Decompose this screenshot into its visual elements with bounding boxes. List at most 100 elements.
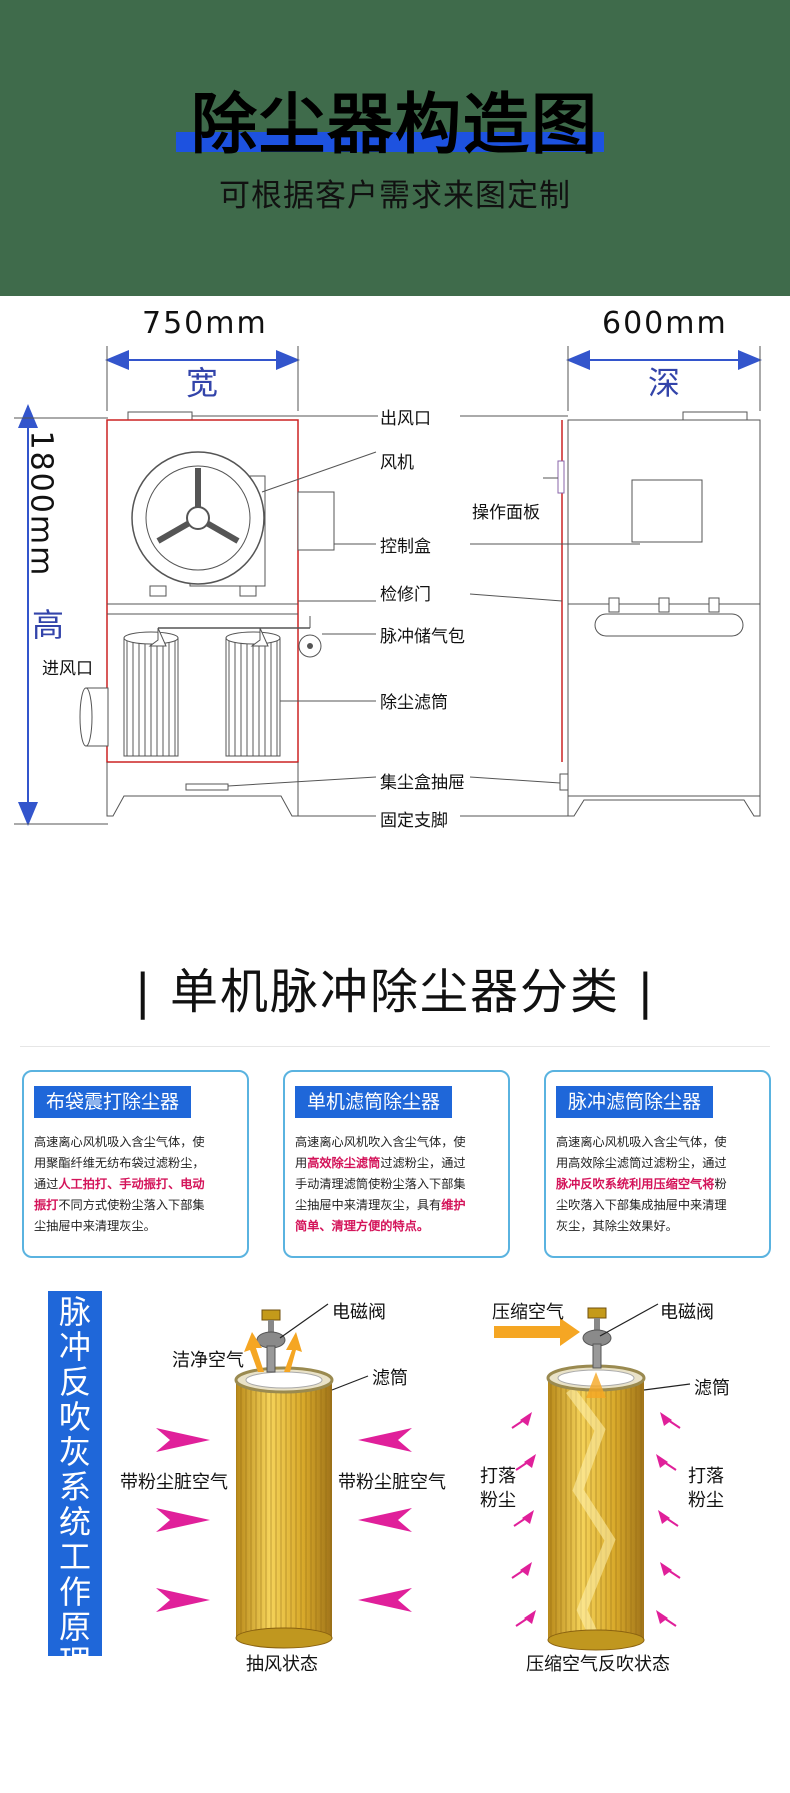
filter-right bbox=[225, 637, 281, 757]
vertical-char: 理 bbox=[58, 1643, 91, 1681]
card-line: 通过人工拍打、手动振打、电动 bbox=[34, 1174, 239, 1195]
vertical-char: 脉 bbox=[58, 1293, 91, 1331]
filter-left bbox=[123, 637, 179, 757]
label-dust-right-1: 打落 bbox=[688, 1466, 724, 1487]
principle-vertical-title: 脉 冲 反 吹 灰 系 统 工 作 原 理 bbox=[48, 1291, 102, 1680]
depth-value: 600mm bbox=[602, 306, 728, 341]
card-text: 尘抽屉中来清理灰尘，具有 bbox=[295, 1198, 442, 1212]
section-title-classification: | 单机脉冲除尘器分类 | bbox=[134, 964, 656, 1020]
vertical-char: 原 bbox=[58, 1608, 91, 1646]
vertical-char: 灰 bbox=[58, 1433, 91, 1471]
card-body: 高速离心风机吸入含尘气体，使 用高效除尘滤筒过滤粉尘，通过 脉冲反吹系统利用压缩… bbox=[556, 1132, 761, 1237]
label-dust-left-2: 粉尘 bbox=[480, 1490, 516, 1511]
card-line: 简单、清理方便的特点。 bbox=[295, 1219, 430, 1233]
card-pulse-filter: 脉冲滤筒除尘器 高速离心风机吸入含尘气体，使 用高效除尘滤筒过滤粉尘，通过 脉冲… bbox=[544, 1070, 771, 1258]
vertical-char: 工 bbox=[58, 1538, 91, 1576]
height-value: 1800mm bbox=[23, 430, 59, 578]
card-text: 通过 bbox=[34, 1177, 59, 1191]
label-inlet: 进风口 bbox=[42, 659, 93, 679]
dirty-air-arrow bbox=[156, 1428, 210, 1452]
vertical-char: 作 bbox=[58, 1573, 91, 1611]
dust-arrow bbox=[524, 1454, 536, 1468]
dirty-air-arrow bbox=[156, 1588, 210, 1612]
label-dust-left-1: 打落 bbox=[480, 1466, 516, 1487]
card-bag-shaker: 布袋震打除尘器 高速离心风机吸入含尘气体，使 用聚酯纤维无纺布袋过滤粉尘， 通过… bbox=[22, 1070, 249, 1258]
card-text: 不同方式使粉尘落入下部集 bbox=[58, 1198, 205, 1212]
card-highlight: 维护 bbox=[441, 1198, 466, 1212]
page-subtitle: 可根据客户需求来图定制 bbox=[219, 178, 571, 214]
card-title: 布袋震打除尘器 bbox=[34, 1086, 192, 1118]
side-air-tank bbox=[594, 613, 744, 637]
card-highlight: 人工拍打、手动振打、电动 bbox=[58, 1177, 205, 1191]
label-service-door: 检修门 bbox=[380, 585, 431, 605]
filter-reverse-blow-state bbox=[494, 1303, 691, 1651]
label-drawer: 集尘盒抽屉 bbox=[380, 773, 465, 793]
card-single-filter: 单机滤筒除尘器 高速离心风机吹入含尘气体，使 用高效除尘滤筒过滤粉尘，通过 手动… bbox=[283, 1070, 510, 1258]
dust-arrow bbox=[520, 1412, 532, 1426]
label-legs: 固定支脚 bbox=[380, 811, 448, 831]
card-body: 高速离心风机吹入含尘气体，使 用高效除尘滤筒过滤粉尘，通过 手动清理滤筒使粉尘落… bbox=[295, 1132, 500, 1237]
card-line: 灰尘，其除尘效果好。 bbox=[556, 1219, 678, 1233]
vertical-char: 冲 bbox=[58, 1328, 91, 1366]
card-line: 用高效除尘滤筒过滤粉尘，通过 bbox=[295, 1153, 500, 1174]
label-outlet: 出风口 bbox=[380, 409, 431, 429]
dirty-air-arrow bbox=[358, 1508, 412, 1532]
card-line: 高速离心风机吸入含尘气体，使 bbox=[556, 1135, 727, 1149]
dirty-air-arrow bbox=[358, 1588, 412, 1612]
label-reverse-blow-state: 压缩空气反吹状态 bbox=[526, 1654, 670, 1675]
card-line: 高速离心风机吸入含尘气体，使 bbox=[34, 1135, 205, 1149]
label-dirty-air-left: 带粉尘脏空气 bbox=[120, 1472, 228, 1493]
card-line: 用高效除尘滤筒过滤粉尘，通过 bbox=[556, 1156, 727, 1170]
card-line: 高速离心风机吹入含尘气体，使 bbox=[295, 1135, 466, 1149]
label-dirty-air-right: 带粉尘脏空气 bbox=[338, 1472, 446, 1493]
width-value: 750mm bbox=[142, 306, 268, 341]
label-dust-right-2: 粉尘 bbox=[688, 1490, 724, 1511]
card-line: 用聚酯纤维无纺布袋过滤粉尘， bbox=[34, 1156, 205, 1170]
label-pulse-tank: 脉冲储气包 bbox=[380, 627, 465, 647]
card-title: 脉冲滤筒除尘器 bbox=[556, 1086, 714, 1118]
label-valve-left: 电磁阀 bbox=[332, 1302, 386, 1323]
height-char: 高 bbox=[32, 606, 65, 644]
front-view bbox=[79, 411, 335, 817]
label-suction-state: 抽风状态 bbox=[246, 1654, 318, 1675]
dust-arrow bbox=[660, 1562, 672, 1576]
vertical-char: 统 bbox=[58, 1503, 91, 1541]
depth-char: 深 bbox=[648, 364, 681, 402]
label-filter: 除尘滤筒 bbox=[380, 693, 448, 713]
dust-arrow bbox=[522, 1510, 534, 1524]
label-fan: 风机 bbox=[380, 453, 414, 473]
vertical-title-chars: 脉 冲 反 吹 灰 系 统 工 作 原 理 bbox=[48, 1291, 102, 1680]
card-line: 手动清理滤筒使粉尘落入下部集 bbox=[295, 1177, 466, 1191]
dust-arrow bbox=[660, 1412, 672, 1426]
dirty-air-arrow bbox=[156, 1508, 210, 1532]
vertical-char: 反 bbox=[58, 1363, 91, 1401]
label-compressed-air: 压缩空气 bbox=[492, 1302, 564, 1323]
card-text: 过滤粉尘，通过 bbox=[380, 1156, 466, 1170]
label-operation-panel: 操作面板 bbox=[472, 503, 540, 523]
card-body: 高速离心风机吸入含尘气体，使 用聚酯纤维无纺布袋过滤粉尘， 通过人工拍打、手动振… bbox=[34, 1132, 239, 1237]
dust-arrow bbox=[658, 1510, 670, 1524]
card-text: 粉 bbox=[714, 1177, 727, 1191]
card-line: 尘抽屉中来清理灰尘。 bbox=[34, 1219, 156, 1233]
card-line: 振打不同方式使粉尘落入下部集 bbox=[34, 1195, 239, 1216]
principle-diagram bbox=[156, 1303, 691, 1651]
card-line: 尘吹落入下部集成抽屉中来清理 bbox=[556, 1198, 727, 1212]
dust-arrow bbox=[656, 1454, 668, 1468]
card-line: 脉冲反吹系统利用压缩空气将粉 bbox=[556, 1174, 761, 1195]
side-view bbox=[557, 411, 761, 817]
card-highlight: 脉冲反吹系统利用压缩空气将 bbox=[556, 1177, 715, 1191]
dust-arrow bbox=[520, 1562, 532, 1576]
dust-arrow bbox=[524, 1610, 536, 1624]
label-valve-right: 电磁阀 bbox=[660, 1302, 714, 1323]
card-highlight: 高效除尘滤筒 bbox=[307, 1156, 381, 1170]
side-window bbox=[631, 479, 703, 543]
filter-suction-state bbox=[156, 1303, 412, 1649]
label-filter-right: 滤筒 bbox=[694, 1378, 730, 1399]
control-box-shape bbox=[297, 491, 335, 551]
card-line: 尘抽屉中来清理灰尘，具有维护 bbox=[295, 1195, 500, 1216]
dirty-air-arrow bbox=[358, 1428, 412, 1452]
page-title: 除尘器构造图 bbox=[191, 86, 599, 163]
card-title: 单机滤筒除尘器 bbox=[295, 1086, 453, 1118]
vertical-char: 吹 bbox=[58, 1398, 91, 1436]
title-underline-bar bbox=[176, 132, 604, 152]
